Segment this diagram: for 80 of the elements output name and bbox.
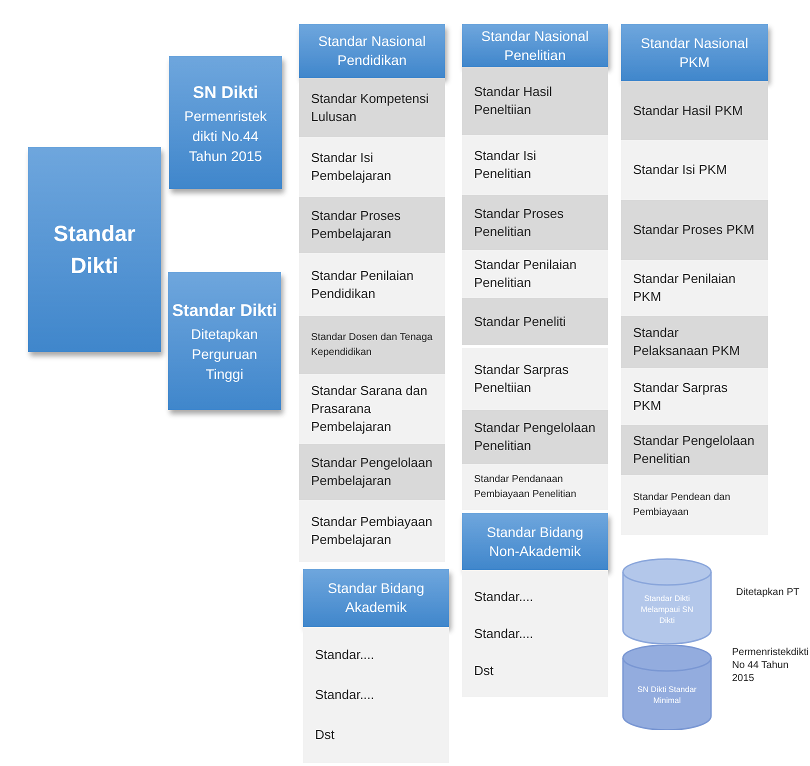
standard-row xyxy=(462,464,608,510)
box-title: Standar Dikti xyxy=(172,300,277,322)
standard-row xyxy=(621,475,768,535)
row-text: Standar Pengelolaan Penelitian xyxy=(633,432,756,468)
standard-row xyxy=(462,348,608,410)
standard-row xyxy=(621,425,768,475)
standard-row xyxy=(462,298,608,345)
row-text: Standar Isi Penelitian xyxy=(474,147,538,183)
standard-row xyxy=(621,316,768,368)
box-title: Standar Dikti xyxy=(52,220,136,280)
standard-row xyxy=(462,195,608,250)
header-text: Standar Nasional PKM xyxy=(640,34,750,72)
row-text: Standar Penilaian Pendidikan xyxy=(311,266,415,302)
header-text: Standar Nasional Pendidikan xyxy=(317,32,427,70)
standard-row xyxy=(299,500,445,562)
row-text: Standar Pendean dan Pembiayaan xyxy=(633,491,732,520)
row-text: Standar Kompetensi Lulusan xyxy=(311,90,430,126)
side-note: Permenristekdikti No 44 Tahun 2015 xyxy=(732,646,808,685)
standard-row xyxy=(621,140,768,200)
row-text: Standar Hasil PKM xyxy=(633,102,743,120)
row-text: Standar Isi Pembelajaran xyxy=(311,149,392,185)
standard-row xyxy=(462,67,608,135)
cylinder-text: Standar Dikti Melampaui SN Dikti xyxy=(640,592,694,626)
row-text: Standar Sarpras PKM xyxy=(633,378,729,414)
standard-row xyxy=(299,316,445,374)
list-panel xyxy=(462,570,608,697)
list-item: Standar.... xyxy=(474,624,534,642)
box-subtitle: Permenristek dikti No.44 Tahun 2015 xyxy=(183,106,268,166)
row-text: Standar Sarana dan Prasarana Pembelajaran xyxy=(311,382,428,436)
standard-row xyxy=(299,197,445,253)
list-panel xyxy=(303,627,449,763)
column-header xyxy=(462,513,608,570)
column-header xyxy=(303,569,449,627)
header-text: Standar Bidang Non-Akademik xyxy=(486,522,584,560)
standard-row xyxy=(462,410,608,464)
row-text: Standar Proses PKM xyxy=(633,221,754,239)
list-item: Standar.... xyxy=(315,686,376,704)
row-text: Standar Proses Penelitian xyxy=(474,204,565,240)
row-text: Standar Pendanaan Pembiayaan Penelitian xyxy=(474,473,578,502)
list-item: Dst xyxy=(315,726,336,744)
row-text: Standar Proses Pembelajaran xyxy=(311,207,402,243)
list-item: Standar.... xyxy=(474,588,534,606)
category-box xyxy=(168,272,281,410)
standard-row xyxy=(621,368,768,425)
list-item: Dst xyxy=(474,662,494,680)
row-text: Standar Pembiayaan Pembelajaran xyxy=(311,513,433,549)
box-subtitle: Ditetapkan Perguruan Tinggi xyxy=(190,325,259,384)
row-text: Standar Isi PKM xyxy=(633,161,727,179)
row-text: Standar Penilaian Penelitian xyxy=(474,256,578,292)
column-header xyxy=(621,24,768,81)
standard-row xyxy=(462,250,608,298)
standard-row xyxy=(299,78,445,137)
header-text: Standar Nasional Penelitian xyxy=(480,26,590,64)
standard-row xyxy=(299,374,445,444)
category-box xyxy=(169,56,282,189)
standard-row xyxy=(299,137,445,197)
cylinder-upper xyxy=(622,558,712,644)
row-text: Standar Hasil Peneltiian xyxy=(474,83,554,119)
cylinder-text: SN Dikti Standar Minimal xyxy=(636,684,698,706)
box-title: SN Dikti xyxy=(192,82,258,104)
standard-row xyxy=(462,135,608,195)
side-note: Ditetapkan PT xyxy=(736,586,800,599)
cylinder-lower xyxy=(622,644,712,730)
row-text: Standar Sarpras Peneltiian xyxy=(474,361,570,397)
standard-row xyxy=(299,253,445,316)
column-header xyxy=(462,24,608,67)
row-text: Standar Pengelolaan Penelitian xyxy=(474,419,596,455)
standard-row xyxy=(299,444,445,500)
column-header xyxy=(299,24,445,78)
standard-row xyxy=(621,81,768,140)
row-text: Standar Dosen dan Tenaga Kependidikan xyxy=(311,331,433,360)
row-text: Standar Peneliti xyxy=(474,312,566,330)
list-item: Standar.... xyxy=(315,646,376,664)
row-text: Standar Pengelolaan Pembelajaran xyxy=(311,454,433,490)
standard-row xyxy=(621,200,768,260)
row-text: Standar Penilaian PKM xyxy=(633,270,737,306)
row-text: Standar Pelaksanaan PKM xyxy=(633,324,741,360)
main-box xyxy=(28,147,161,352)
header-text: Standar Bidang Akademik xyxy=(326,579,426,617)
standard-row xyxy=(621,260,768,316)
